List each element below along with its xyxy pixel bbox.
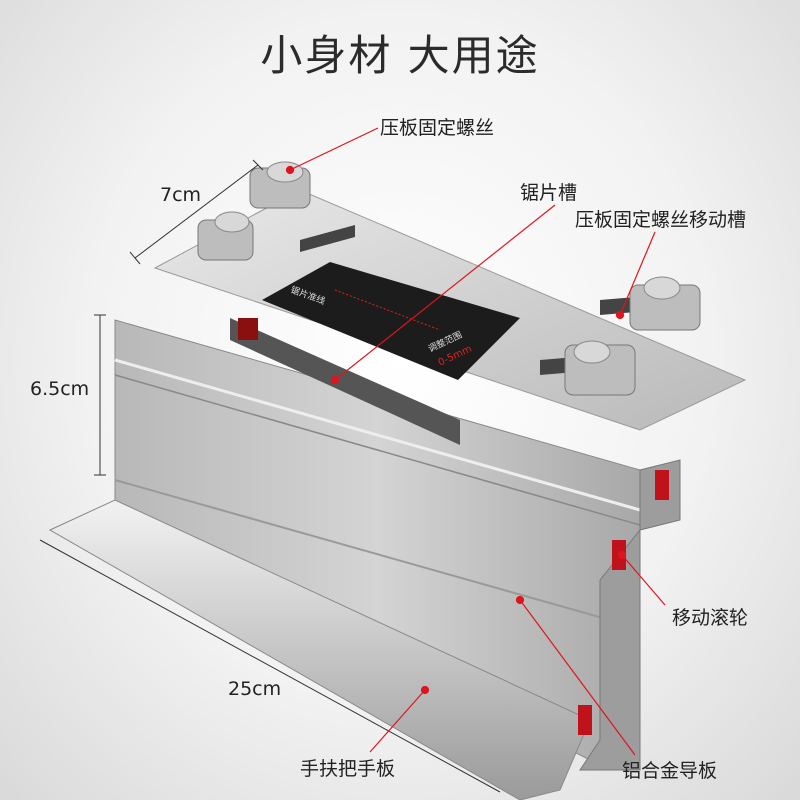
roller bbox=[578, 705, 592, 735]
adjust-range-label: 锯片准线 调整范围 0-5mm bbox=[262, 262, 520, 380]
callout-screw-slot: 压板固定螺丝移动槽 bbox=[575, 209, 747, 231]
callout-lines bbox=[285, 127, 666, 756]
dimension-length: 25cm bbox=[228, 678, 282, 700]
clamp-screw bbox=[249, 161, 311, 209]
handle-plate bbox=[48, 499, 591, 800]
dimension-width: 7cm bbox=[160, 184, 202, 206]
dimension-height: 6.5cm bbox=[30, 378, 90, 400]
clamp-screw bbox=[197, 211, 254, 261]
callout-blade-slot: 锯片槽 bbox=[520, 182, 578, 204]
clamp-screw bbox=[629, 276, 701, 331]
callout-handle-plate: 手扶把手板 bbox=[300, 758, 396, 780]
blade-slot bbox=[230, 318, 460, 445]
callout-guide-plate: 铝合金导板 bbox=[622, 760, 718, 782]
dimension-lines bbox=[39, 159, 501, 793]
page-title: 小身材 大用途 bbox=[260, 31, 540, 80]
roller bbox=[655, 470, 669, 500]
clamp-screw bbox=[564, 340, 636, 396]
callout-roller: 移动滚轮 bbox=[672, 607, 749, 629]
callout-clamp-screw: 压板固定螺丝 bbox=[380, 117, 495, 139]
